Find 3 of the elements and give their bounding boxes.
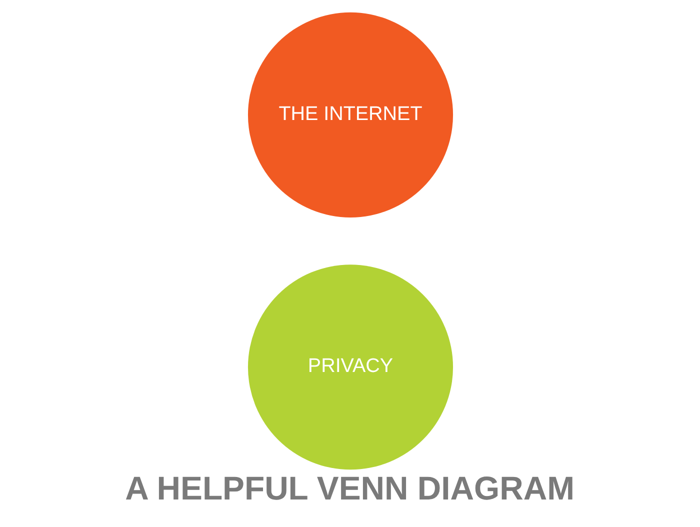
caption: A HELPFUL VENN DIAGRAM [124,469,574,506]
node-circle: THE INTERNET [247,12,453,218]
node-circle: PRIVACY [247,264,453,470]
